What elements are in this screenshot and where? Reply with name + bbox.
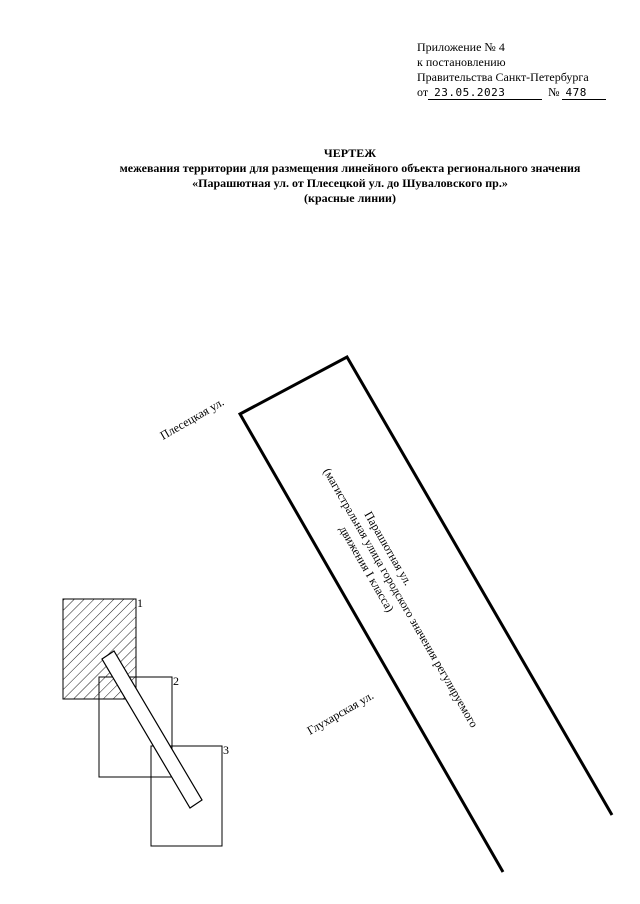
title-block: ЧЕРТЕЖ межевания территории для размещен… (0, 146, 640, 206)
appendix-date-row: от 23.05.2023 № 478 (417, 85, 606, 100)
appendix-line-2: к постановлению (417, 55, 506, 69)
from-prefix: от (417, 85, 429, 99)
resolution-date: 23.05.2023 (428, 87, 543, 100)
appendix-line-1: Приложение № 4 (417, 40, 505, 54)
appendix-block: Приложение № 4 к постановлению Правитель… (417, 40, 606, 100)
sheet-1-number: 1 (137, 596, 143, 610)
number-prefix: № (548, 85, 560, 99)
sheet-2-number: 2 (173, 674, 179, 688)
appendix-line-3: Правительства Санкт-Петербурга (417, 70, 589, 84)
sheet-3-frame (150, 745, 223, 847)
object-strip (101, 650, 203, 809)
resolution-number: 478 (561, 87, 606, 100)
document-heading: ЧЕРТЕЖ (323, 146, 377, 160)
sheet-3-number: 3 (223, 743, 229, 757)
street-label-plesetskaya: Плесецкая ул. (158, 395, 227, 443)
red-line-boundary (237, 354, 614, 873)
street-label-glukharskaya: Глухарская ул. (305, 688, 377, 737)
title-line-4: (красные линии) (304, 191, 396, 205)
title-line-2: межевания территории для размещения лине… (119, 161, 581, 175)
title-line-3: «Парашютная ул. от Плесецкой ул. до Шува… (192, 176, 508, 190)
sheet-2-frame (98, 676, 173, 778)
